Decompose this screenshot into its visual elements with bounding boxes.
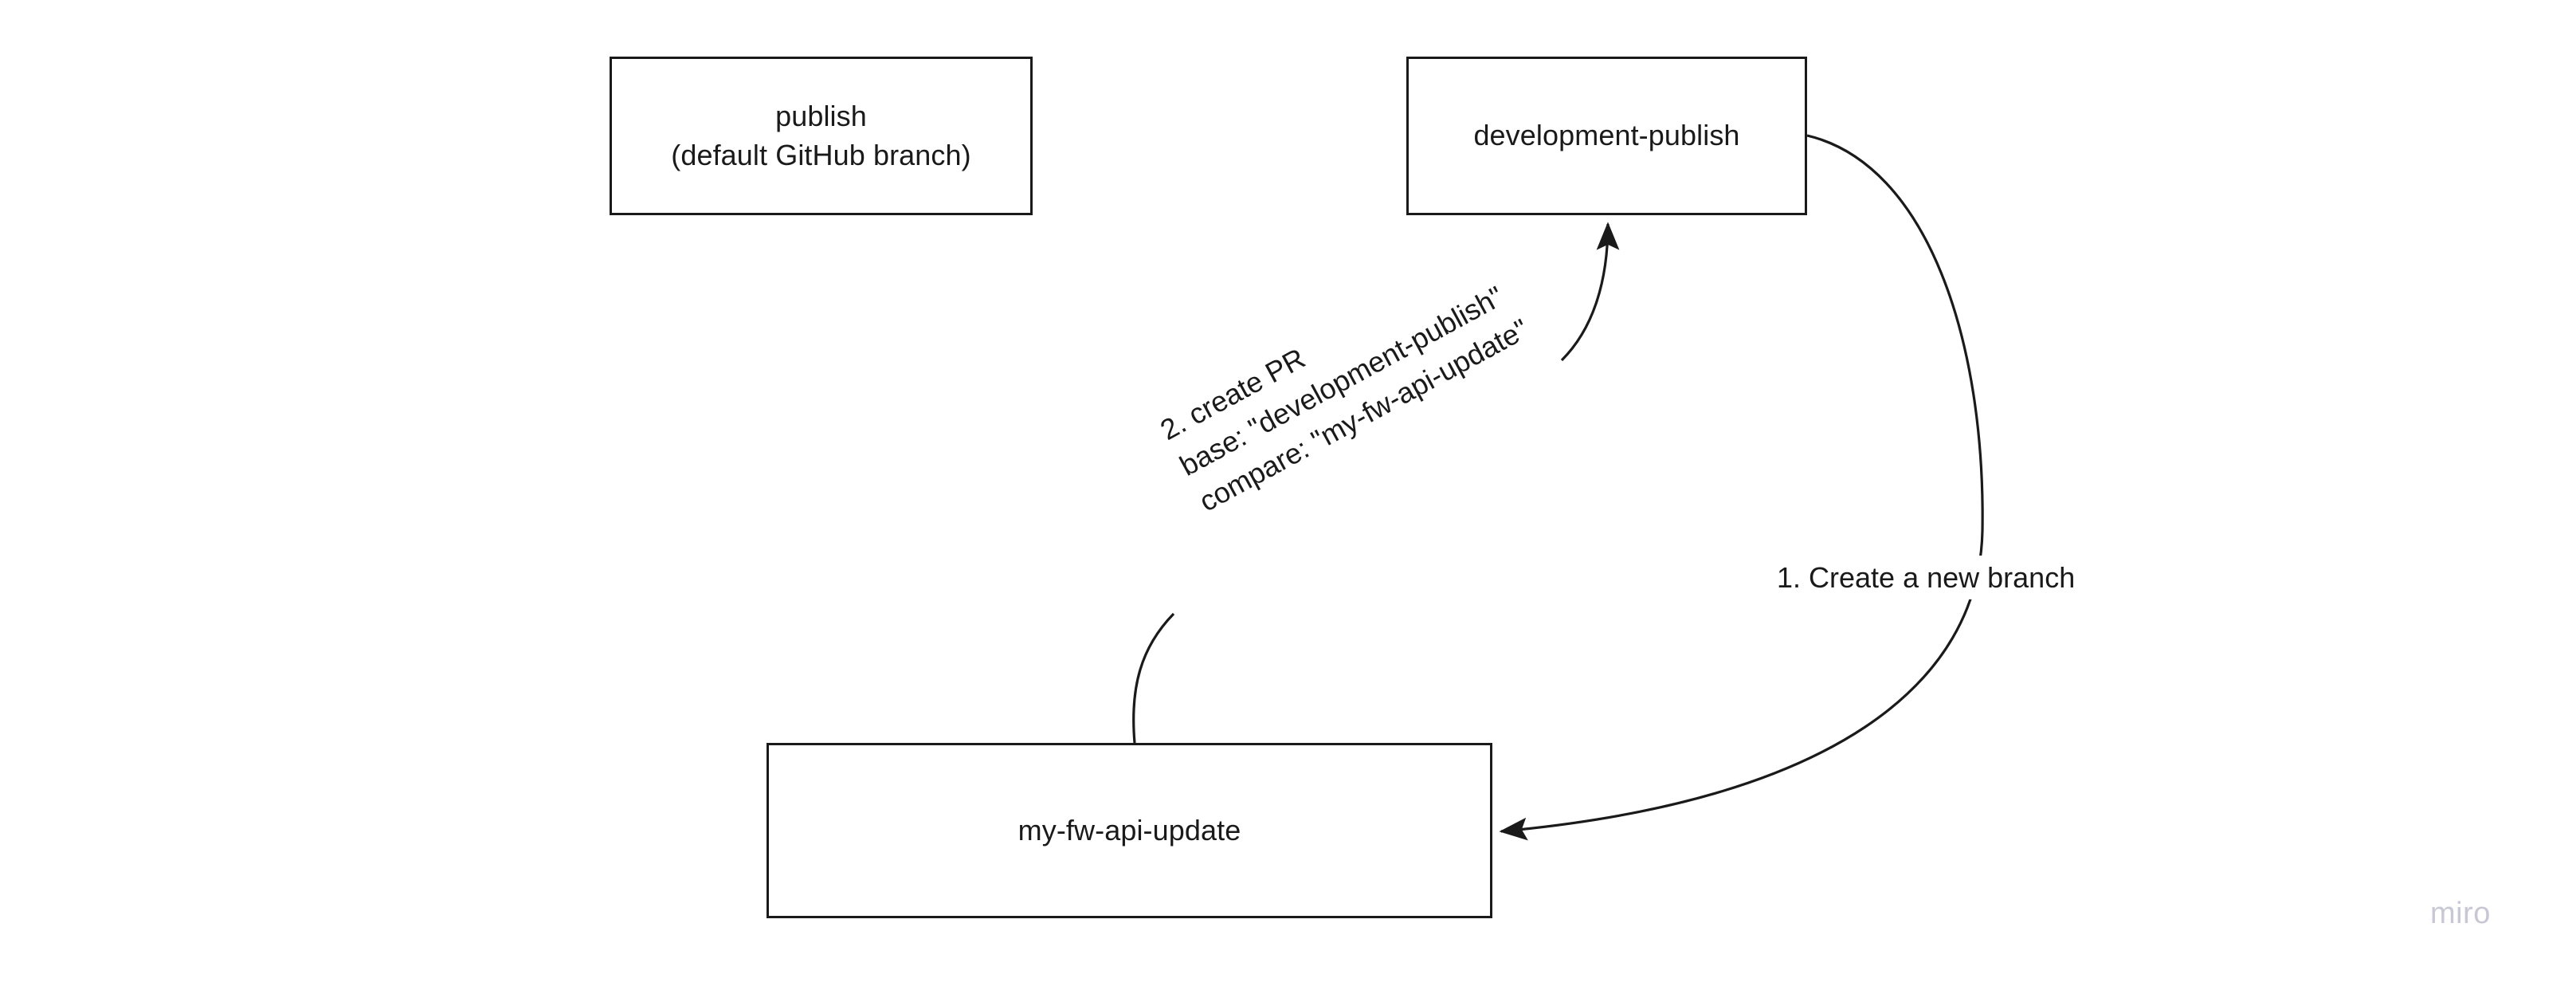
node-publish[interactable]: publish (default GitHub branch) [610,57,1033,215]
edge-label-create-branch[interactable]: 1. Create a new branch [1772,556,2080,600]
edge-create-pr-path-lower [1132,612,1175,744]
edge-label-create-pr[interactable]: 2. create PR base: "development-publish"… [1146,231,1543,528]
miro-watermark: miro [2430,897,2491,930]
node-development-publish[interactable]: development-publish [1406,57,1807,215]
edge-create-branch-path [1499,134,1984,841]
edge-create-pr-path-upper [1560,222,1620,362]
node-my-fw-api-update[interactable]: my-fw-api-update [767,743,1492,918]
